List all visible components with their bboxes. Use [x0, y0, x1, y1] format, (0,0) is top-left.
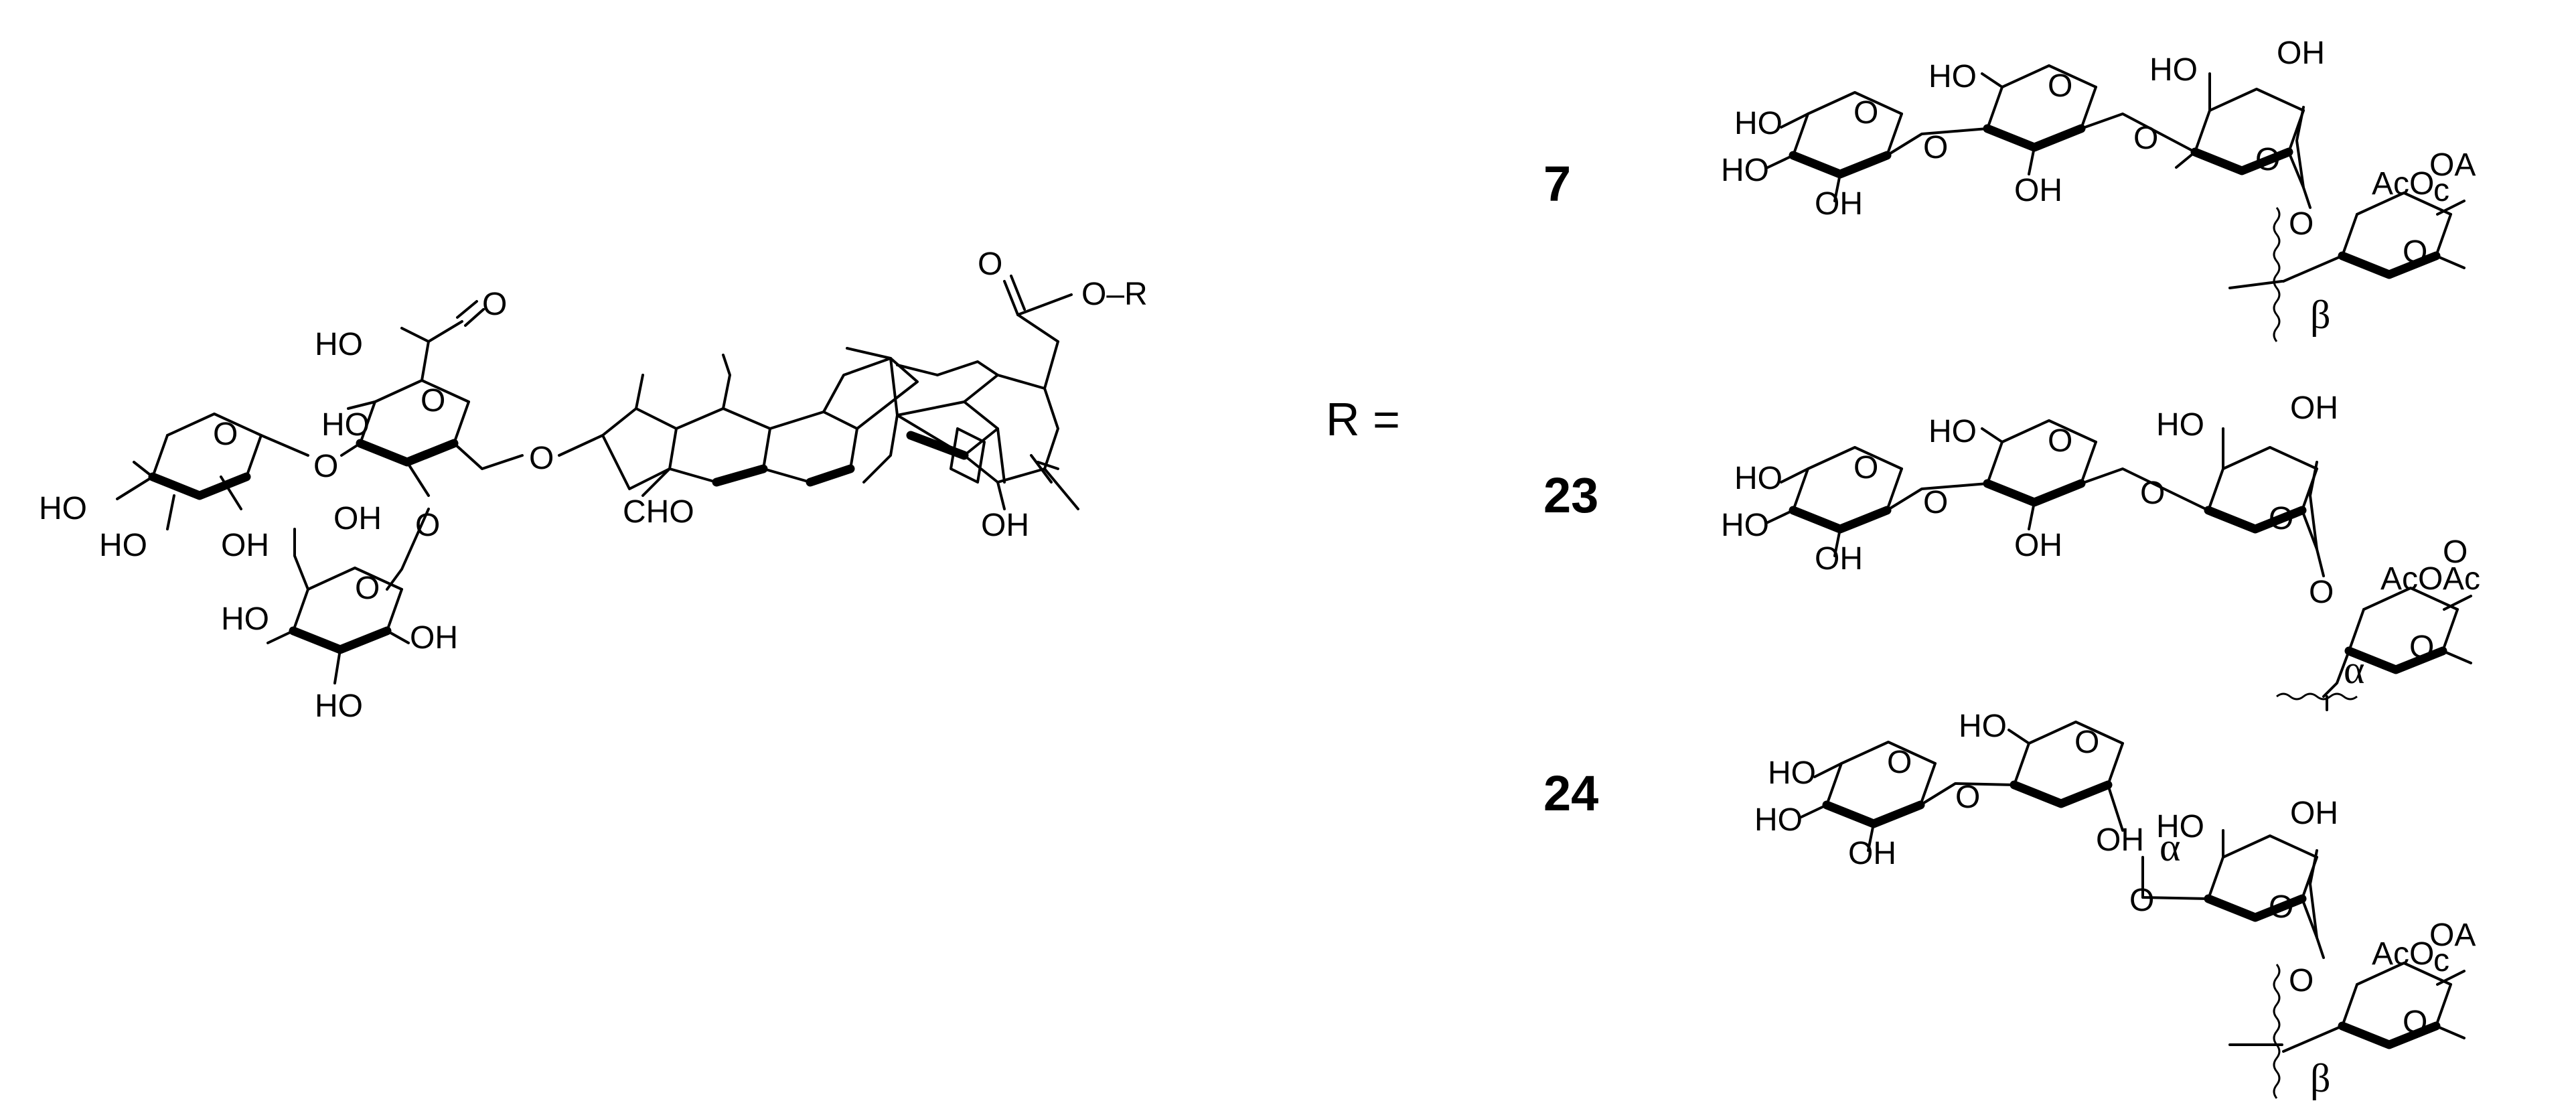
s7-ring-o-1: O	[1853, 95, 1878, 131]
s24-ring-o-4: O	[2403, 1005, 2427, 1040]
glucuronic-acid-unit: O HO O HO O	[315, 287, 554, 497]
substituent-compound-7: 7 HO HO OH O O HO OH O O HO OH O O O AcO	[1543, 35, 2476, 343]
s24-aco: AcO	[2372, 936, 2434, 972]
compound-number-23: 23	[1543, 467, 1598, 523]
glucuronic-ho-4: HO	[321, 407, 370, 443]
s24-ho-1: HO	[1768, 755, 1816, 791]
s23-oh-3: OH	[2290, 390, 2338, 426]
glucuronic-carbonyl-o: O	[482, 287, 507, 322]
s24-oh-2: OH	[2096, 822, 2144, 858]
s24-ring-o-2: O	[2074, 725, 2099, 760]
glucuronic-ring-o: O	[421, 383, 445, 419]
s7-ho-4: HO	[2149, 52, 2198, 88]
s24-ring-o-3: O	[2269, 889, 2293, 925]
s24-anomer-alpha: α	[2160, 825, 2180, 869]
s23-aco: AcO	[2380, 561, 2443, 597]
s7-ho-2: HO	[1721, 153, 1769, 188]
s7-link-o-1: O	[1923, 130, 1948, 165]
galactose-ring-o: O	[355, 571, 380, 606]
galactose-ho-4: HO	[221, 601, 269, 637]
galactose-ho-3: HO	[315, 688, 363, 724]
galactose-ch2oh: OH	[333, 501, 382, 536]
r-equals-label: R =	[1326, 393, 1400, 445]
substituent-compound-23: 23 HO HO OH O O HO OH O O HO OH O O O Ac…	[1543, 390, 2480, 711]
galactose-link-o: O	[415, 508, 440, 543]
s7-oh-2: OH	[2014, 173, 2062, 208]
compound-number-24: 24	[1543, 765, 1598, 821]
s23-o-top: O	[2443, 534, 2468, 570]
s23-oh-2: OH	[2014, 528, 2062, 563]
s24-ho-4: HO	[2156, 809, 2204, 844]
ester-group: O O–R	[978, 246, 1148, 343]
s23-ring-o-2: O	[2048, 423, 2072, 459]
s24-link-o-3: O	[2289, 963, 2314, 999]
s24-anomer-beta: β	[2310, 1056, 2331, 1100]
compound-number-7: 7	[1543, 156, 1571, 212]
s7-oa: OA	[2429, 147, 2476, 183]
s23-ring-o-3: O	[2269, 501, 2293, 536]
triterpene-skeleton	[558, 340, 1079, 510]
s23-ring-o-4: O	[2409, 630, 2434, 665]
xylose-glucuronic-link-o: O	[313, 449, 338, 484]
s23-ho-3: HO	[1928, 414, 1977, 449]
s7-aco: AcO	[2372, 166, 2434, 202]
s24-oh-3: OH	[2290, 796, 2338, 831]
s23-link-o-3: O	[2309, 575, 2334, 610]
xylose-ho-4: HO	[39, 491, 87, 526]
s7-ring-o-2: O	[2048, 68, 2072, 104]
s7-ho-1: HO	[1734, 106, 1783, 141]
s24-c: c	[2433, 943, 2449, 978]
s24-oh-1: OH	[1848, 836, 1896, 871]
s23-ho-2: HO	[1721, 508, 1769, 543]
s23-ho-4: HO	[2156, 407, 2204, 443]
s24-ho-3: HO	[1959, 709, 2007, 744]
s7-ring-o-4: O	[2403, 234, 2427, 270]
s7-ho-3: HO	[1928, 59, 1977, 94]
s24-oa: OA	[2429, 917, 2476, 953]
s7-link-o-3: O	[2289, 206, 2314, 242]
xylose-ho-3: HO	[99, 528, 147, 563]
s23-ho-1: HO	[1734, 461, 1783, 496]
s23-link-o-1: O	[1923, 485, 1948, 520]
s24-link-o-1: O	[1955, 780, 1980, 815]
substituent-compound-24: 24 HO HO OH O O HO OH O O HO OH O O O Ac…	[1543, 709, 2476, 1100]
aldehyde-label: CHO	[623, 494, 694, 530]
ester-carbonyl-o: O	[978, 246, 1002, 282]
glucuronic-aglycone-link-o: O	[529, 441, 554, 476]
galactose-oh-2: OH	[410, 620, 458, 656]
s24-link-o-2: O	[2129, 883, 2154, 918]
s23-link-o-2: O	[2140, 475, 2165, 511]
galactose-unit: O OH O HO HO OH	[221, 501, 458, 724]
s23-ring-o-1: O	[1853, 450, 1878, 486]
s7-oh-3: OH	[2277, 35, 2325, 71]
xylose-unit: O HO HO OH O	[39, 414, 338, 563]
ester-o-r: O–R	[1081, 277, 1148, 312]
glucuronic-cooh-ho: HO	[315, 327, 363, 362]
s7-link-o-2: O	[2133, 121, 2158, 156]
xylose-ring-o: O	[213, 417, 238, 452]
aglycone-structure: O HO HO OH O O HO O HO O	[39, 246, 1148, 724]
s7-anomer-beta: β	[2310, 293, 2331, 337]
s7-ring-o-3: O	[2255, 142, 2280, 177]
s7-oh-1: OH	[1815, 186, 1863, 222]
s23-ac: Ac	[2443, 561, 2480, 597]
s23-anomer-alpha: α	[2344, 648, 2364, 692]
s24-ring-o-1: O	[1887, 745, 1912, 780]
xylose-oh-2: OH	[221, 528, 269, 563]
hydroxyl-label: OH	[981, 508, 1029, 543]
s24-ho-2: HO	[1754, 802, 1803, 838]
s23-oh-1: OH	[1815, 541, 1863, 577]
s7-c: c	[2433, 173, 2449, 208]
